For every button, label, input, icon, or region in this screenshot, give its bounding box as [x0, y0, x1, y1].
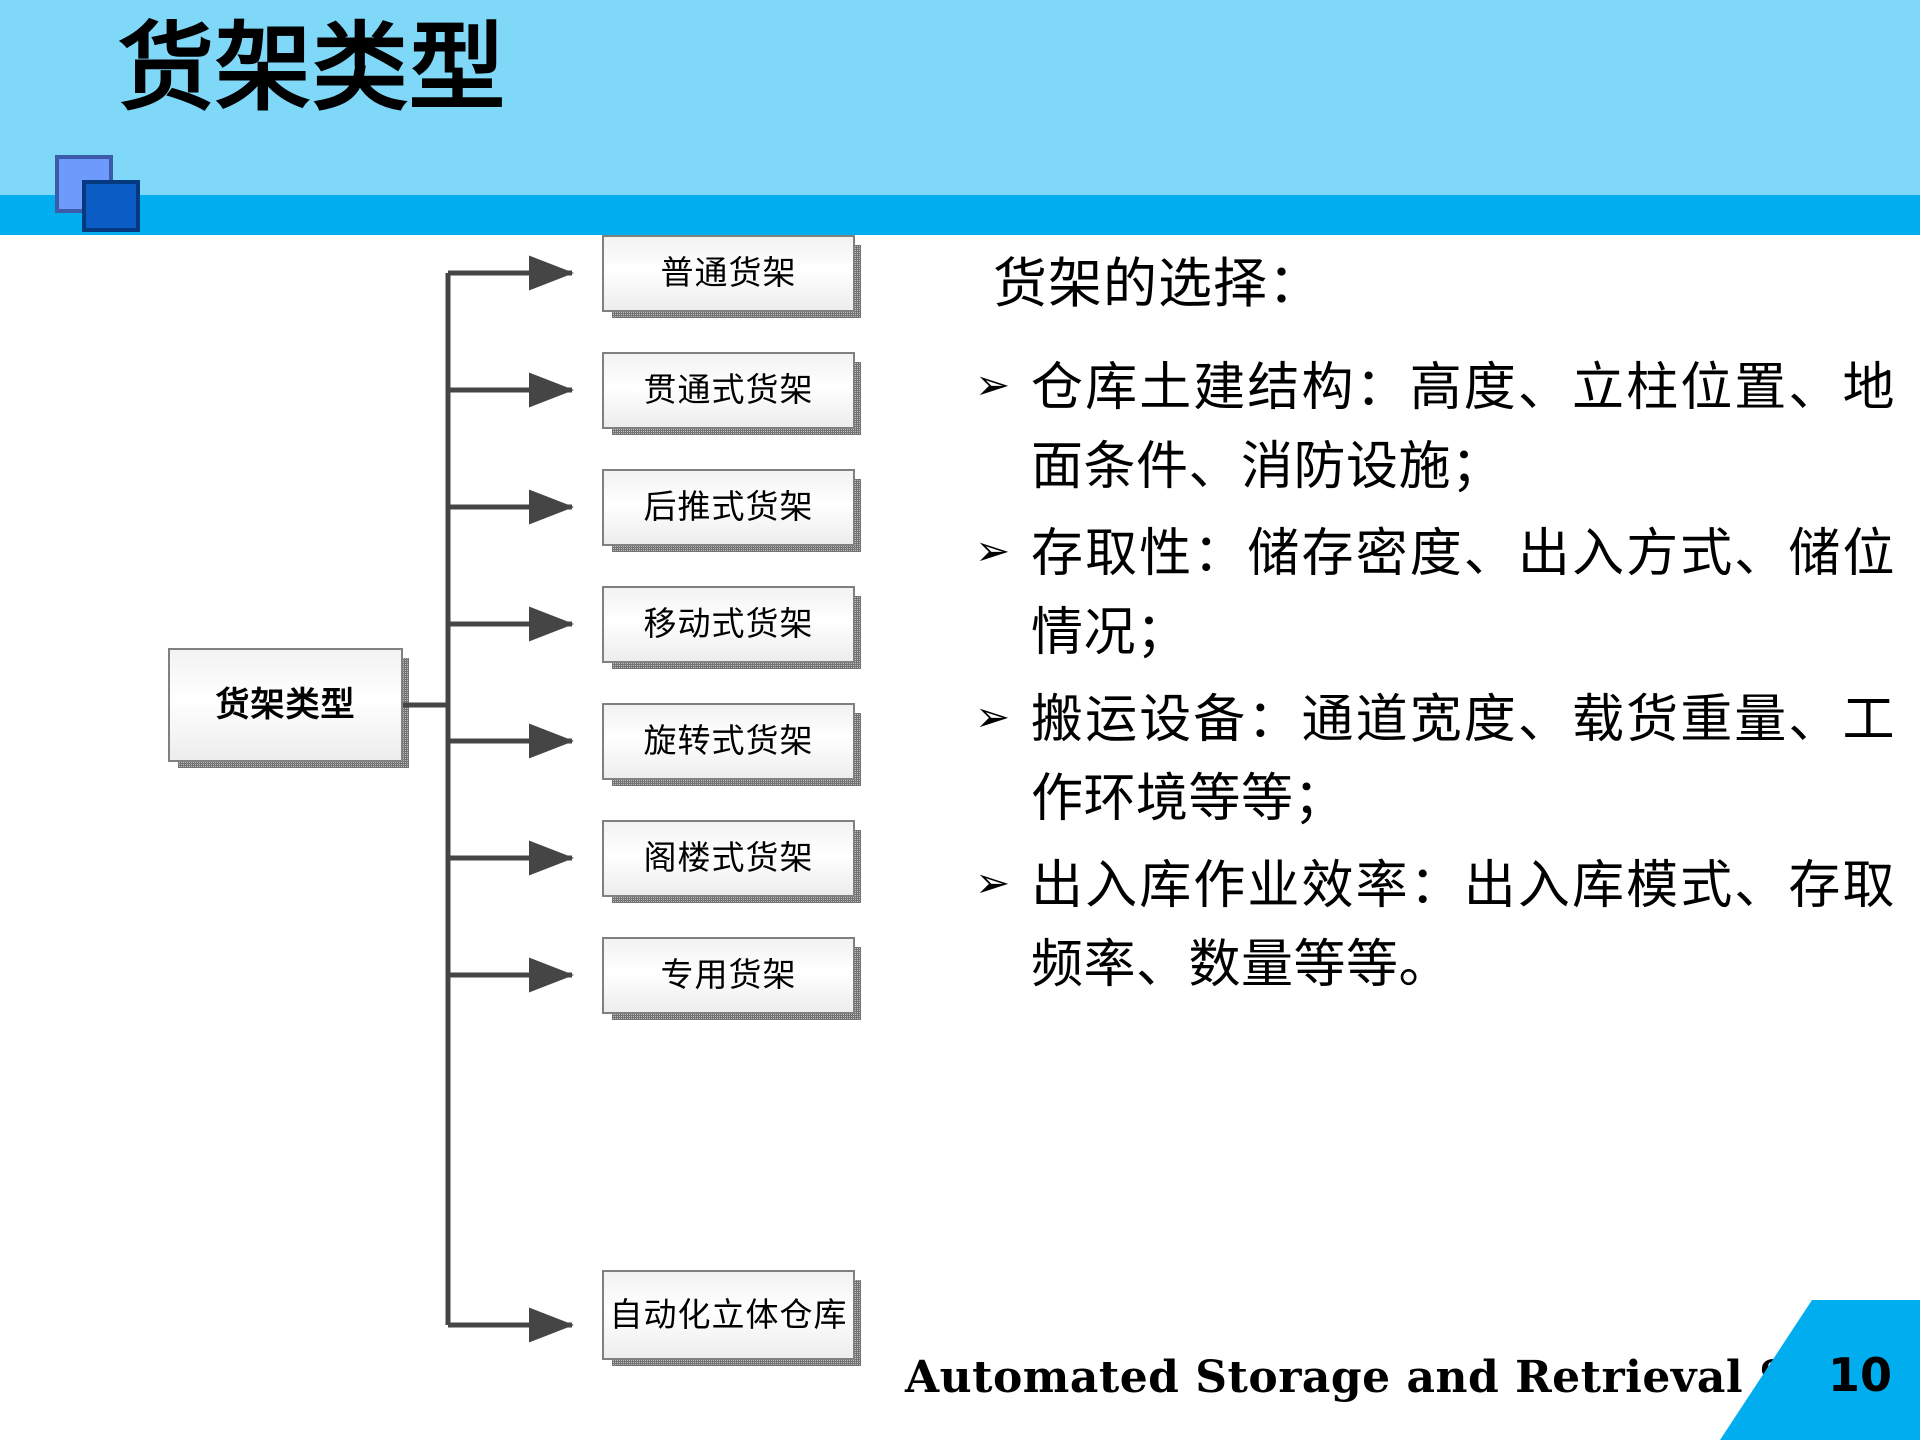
diagram-node-xuanzhuanshi[interactable]: 旋转式货架 — [602, 703, 861, 786]
list-item: ➢ 搬运设备：通道宽度、载货重量、工作环境等等； — [975, 681, 1895, 839]
list-item: ➢ 存取性：储存密度、出入方式、储位情况； — [975, 515, 1895, 673]
arrow-bullet-icon: ➢ — [975, 858, 1011, 908]
arrow-bullet-icon: ➢ — [975, 360, 1011, 410]
arrow-bullet-icon: ➢ — [975, 692, 1011, 742]
diagram-node-guantongshi[interactable]: 贯通式货架 — [602, 352, 861, 435]
diagram-root-node[interactable]: 货架类型 — [168, 648, 409, 768]
list-item: ➢ 仓库土建结构：高度、立柱位置、地面条件、消防设施； — [975, 349, 1895, 507]
arrow-bullet-icon: ➢ — [975, 526, 1011, 576]
content-heading: 货架的选择： — [993, 252, 1323, 315]
diagram-node-putong-huojia[interactable]: 普通货架 — [602, 235, 861, 318]
header-accent-rule — [0, 195, 1920, 235]
page-title: 货架类型 — [118, 12, 506, 124]
content-column: 货架的选择： ➢ 仓库土建结构：高度、立柱位置、地面条件、消防设施； ➢ 存取性… — [975, 248, 1895, 1014]
decorative-square-front-icon — [82, 180, 140, 232]
list-item: ➢ 出入库作业效率：出入库模式、存取频率、数量等等。 — [975, 847, 1895, 1005]
bullet-text: 存取性：储存密度、出入方式、储位情况； — [1031, 524, 1895, 664]
diagram-node-zhuanyong[interactable]: 专用货架 — [602, 937, 861, 1020]
shelf-type-diagram: 货架类型 普通货架 贯通式货架 后推式货架 移动式货架 旋转式货架 阁楼式货架 … — [0, 235, 930, 1366]
diagram-node-gelloushi[interactable]: 阁楼式货架 — [602, 820, 861, 903]
diagram-node-yidongshi[interactable]: 移动式货架 — [602, 586, 861, 669]
bullet-text: 出入库作业效率：出入库模式、存取频率、数量等等。 — [1031, 856, 1895, 996]
bullet-text: 仓库土建结构：高度、立柱位置、地面条件、消防设施； — [1031, 358, 1895, 498]
diagram-node-houtuishi[interactable]: 后推式货架 — [602, 469, 861, 552]
page-number: 10 — [1827, 1348, 1892, 1402]
diagram-node-zidonghua-liti-cangku[interactable]: 自动化立体仓库 — [602, 1270, 861, 1366]
header-band — [0, 0, 1920, 195]
bullet-text: 搬运设备：通道宽度、载货重量、工作环境等等； — [1031, 690, 1895, 830]
